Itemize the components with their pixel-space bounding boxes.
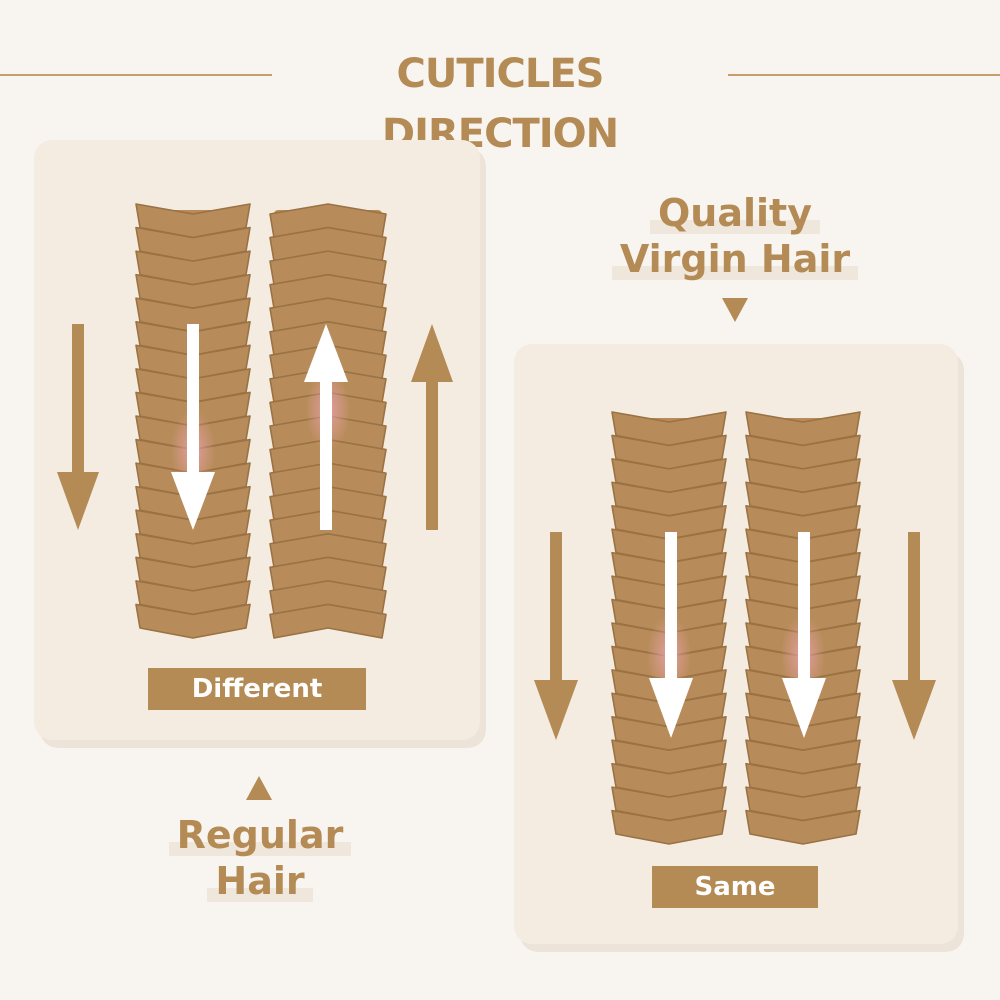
inner-arrow-up: [304, 324, 348, 530]
pointer-up-icon: [246, 776, 272, 800]
regular-label-line2: Hair: [207, 859, 313, 903]
inner-arrow-down: [171, 324, 215, 530]
outer-arrow-up-right: [411, 324, 453, 530]
inner-arrow-down-a: [649, 532, 693, 738]
outer-arrow-down-right-b: [892, 532, 936, 740]
outer-arrow-down-left: [57, 324, 99, 530]
same-badge: Same: [652, 866, 818, 908]
different-badge: Different: [148, 668, 366, 710]
title-divider-left: [0, 74, 272, 76]
inner-arrow-down-b: [782, 532, 826, 738]
hair-strands: [135, 203, 861, 845]
outer-arrow-down-right-a: [534, 532, 578, 740]
regular-hair-card: [34, 140, 480, 740]
title-divider-right: [728, 74, 1000, 76]
pointer-down-icon: [722, 298, 748, 322]
direction-arrows: [57, 298, 936, 800]
regular-hair-label: Regular Hair: [150, 812, 370, 904]
quality-virgin-hair-label: Quality Virgin Hair: [600, 190, 870, 282]
quality-label-line1: Quality: [650, 191, 820, 235]
virgin-hair-card: [514, 344, 958, 944]
regular-label-line1: Regular: [168, 813, 352, 857]
quality-label-line2: Virgin Hair: [611, 237, 859, 281]
